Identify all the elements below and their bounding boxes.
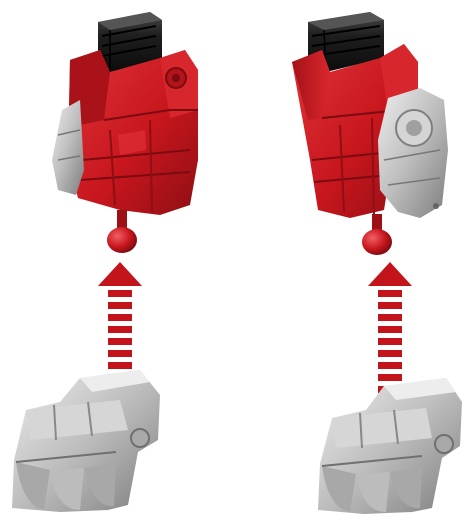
left-ball-joint — [107, 210, 137, 253]
left-grey-side-part — [52, 100, 84, 195]
right-grey-foot — [318, 378, 462, 514]
right-grey-side-part — [378, 88, 448, 218]
right-assembly — [292, 12, 462, 514]
right-dashed-arrow-icon — [368, 262, 412, 393]
left-dashed-arrow-icon — [98, 262, 142, 381]
left-red-torso — [68, 50, 198, 215]
right-ball-joint — [362, 214, 392, 255]
left-assembly — [12, 12, 198, 512]
left-grey-foot — [12, 370, 160, 512]
